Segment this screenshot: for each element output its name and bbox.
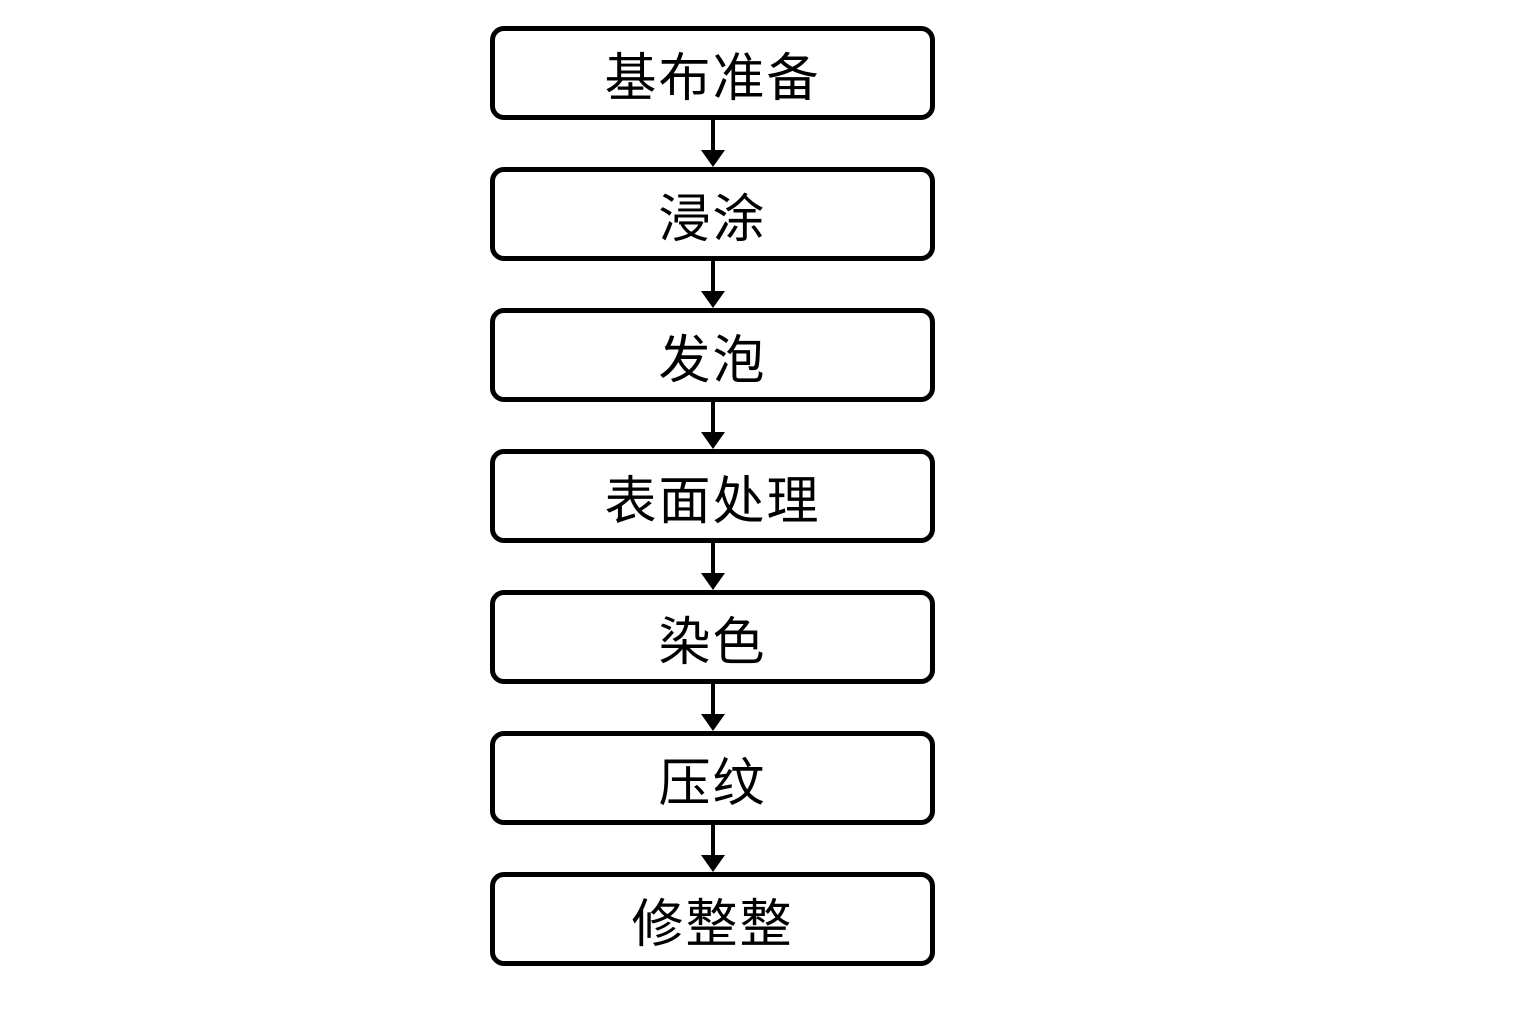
arrow-head xyxy=(700,291,725,308)
flow-step-5-label: 染色 xyxy=(658,613,767,672)
flow-step-3: 发泡 xyxy=(490,308,935,402)
arrow-head xyxy=(700,573,725,590)
arrow-head xyxy=(700,714,725,731)
process-flowchart: 基布准备 浸涂 发泡 表面处理 染色 xyxy=(490,26,935,966)
arrow-head xyxy=(700,150,725,167)
arrow-line xyxy=(710,120,715,151)
flow-step-3-label: 发泡 xyxy=(658,331,767,390)
arrow-line xyxy=(710,402,715,433)
flow-step-6-label: 压纹 xyxy=(658,754,767,813)
down-arrow-icon xyxy=(700,684,725,731)
arrow-line xyxy=(710,825,715,856)
down-arrow-icon xyxy=(700,825,725,872)
flow-step-4: 表面处理 xyxy=(490,449,935,543)
flow-step-1: 基布准备 xyxy=(490,26,935,120)
arrow-line xyxy=(710,684,715,715)
arrow-head xyxy=(700,855,725,872)
flow-step-7-label: 修整整 xyxy=(631,895,794,954)
down-arrow-icon xyxy=(700,543,725,590)
flow-step-7: 修整整 xyxy=(490,872,935,966)
flow-step-5: 染色 xyxy=(490,590,935,684)
down-arrow-icon xyxy=(700,261,725,308)
down-arrow-icon xyxy=(700,402,725,449)
arrow-line xyxy=(710,261,715,292)
arrow-head xyxy=(700,432,725,449)
flow-step-1-label: 基布准备 xyxy=(604,49,821,108)
flow-step-6: 压纹 xyxy=(490,731,935,825)
arrow-line xyxy=(710,543,715,574)
flow-step-4-label: 表面处理 xyxy=(604,472,821,531)
down-arrow-icon xyxy=(700,120,725,167)
flow-step-2-label: 浸涂 xyxy=(658,190,767,249)
flow-step-2: 浸涂 xyxy=(490,167,935,261)
